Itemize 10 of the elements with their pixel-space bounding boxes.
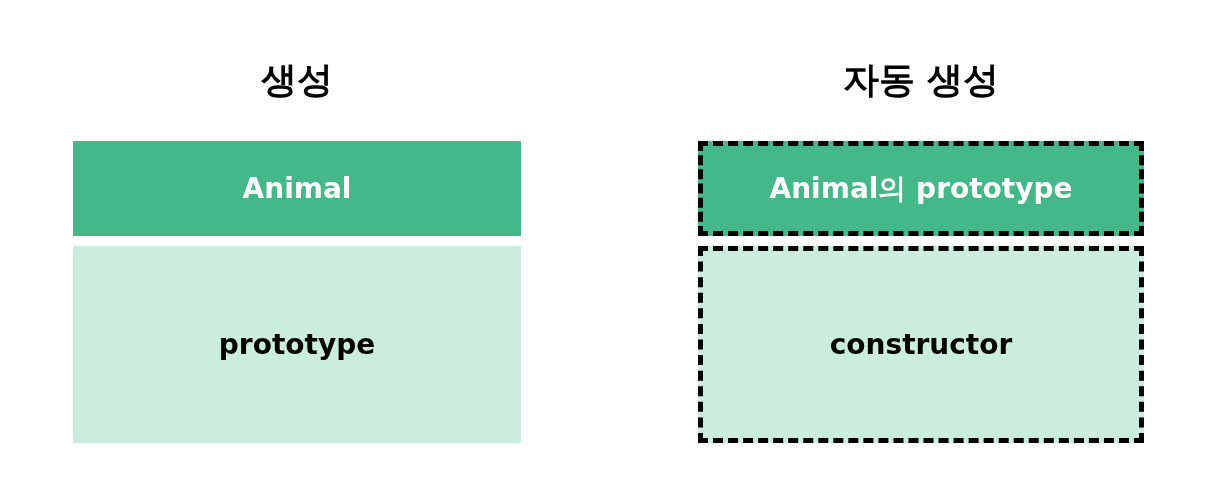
constructor-box: [698, 246, 1144, 443]
box-label: prototype: [218, 328, 376, 361]
box-label: constructor: [829, 328, 1013, 361]
prototype-box: [73, 246, 521, 443]
column-heading: 자동 생성: [842, 58, 1000, 102]
column-heading: 생성: [261, 58, 333, 102]
box-label: Animal의 prototype: [769, 170, 1073, 207]
box-label: Animal: [242, 172, 352, 205]
class-box: [73, 141, 521, 236]
prototype-box: [698, 141, 1144, 236]
